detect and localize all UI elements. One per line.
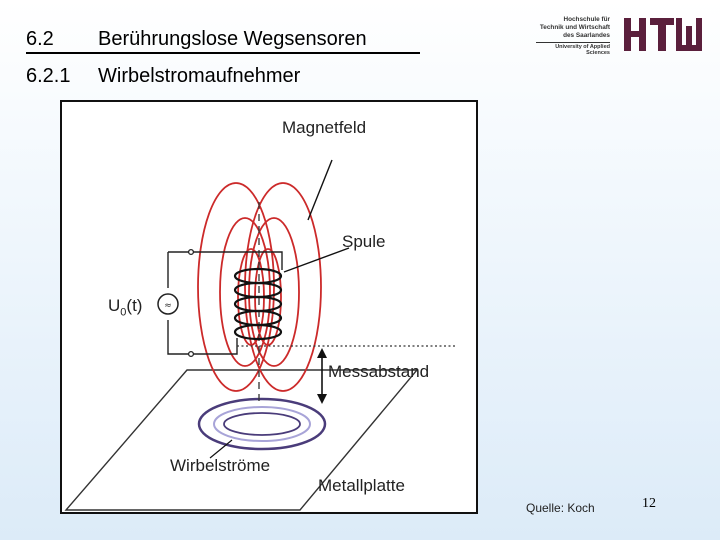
subsection-title: Wirbelstromaufnehmer <box>98 65 301 87</box>
voltage-subscript: 0 <box>120 306 127 319</box>
logo-text: Hochschule für Technik und Wirtschaft de… <box>532 16 610 40</box>
label-metallplatte: Metallplatte <box>318 476 405 495</box>
logo-university: University of Applied Sciences <box>555 44 610 56</box>
htw-logo-mark <box>624 18 702 51</box>
circuit-wires <box>167 251 283 355</box>
label-voltage-source: U0(t) <box>108 296 142 322</box>
voltage-symbol: U <box>108 296 121 315</box>
voltage-argument: (t) <box>126 296 143 315</box>
diagram-drawing: ≈ <box>64 159 457 511</box>
magnetic-field-lines <box>197 182 322 392</box>
logo-line-3: des Saarlandes <box>563 32 610 39</box>
terminal-bottom <box>187 350 195 358</box>
eddy-current-diagram: ≈ Magnetfeld Spule Messabstand Wirbelstr… <box>60 100 478 514</box>
label-messabstand: Messabstand <box>328 362 430 381</box>
section-number: 6.2 <box>26 28 54 50</box>
coil-windings <box>233 267 283 341</box>
section-title: Berührungslose Wegsensoren <box>98 28 367 50</box>
terminal-top <box>187 248 195 256</box>
label-wirbelstroeme: Wirbelströme <box>170 456 271 475</box>
ac-source <box>157 293 179 315</box>
ac-source-symbol: ≈ <box>164 301 172 311</box>
logo-rule <box>536 42 610 43</box>
title-underline <box>26 52 420 54</box>
label-spule: Spule <box>342 232 386 251</box>
eddy-ring-outer <box>197 397 327 451</box>
source-note: Quelle: Koch <box>526 501 595 515</box>
leader-magnetfeld <box>307 159 333 221</box>
leader-spule <box>283 247 350 273</box>
label-magnetfeld: Magnetfeld <box>282 118 367 137</box>
leader-wirbel <box>209 439 233 459</box>
subsection-number: 6.2.1 <box>26 65 71 87</box>
page-number: 12 <box>642 496 656 511</box>
eddy-ring-inner <box>213 406 311 442</box>
logo-line-2: Technik und Wirtschaft <box>539 24 610 31</box>
eddy-ring-core <box>223 412 301 436</box>
distance-arrow <box>317 348 327 404</box>
logo-line-1: Hochschule für <box>563 16 610 23</box>
